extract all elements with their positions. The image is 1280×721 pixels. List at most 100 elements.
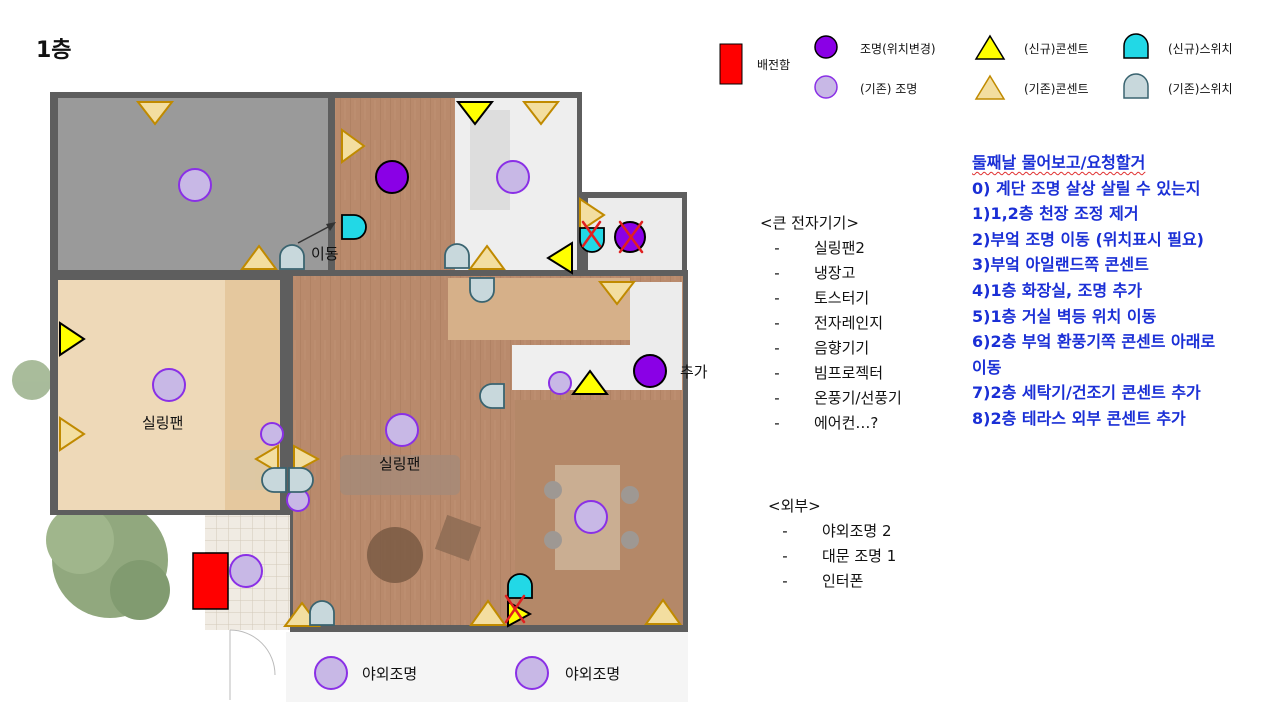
- note-item: 6)2층 부엌 환풍기쪽 콘센트 아래로: [972, 332, 1216, 352]
- legend-light-existing-icon: [814, 75, 838, 99]
- note-item: 4)1층 화장실, 조명 추가: [972, 280, 1143, 300]
- switch-icon: [288, 467, 314, 493]
- switch-icon: [279, 244, 305, 270]
- list-item: -에어컨…?: [774, 414, 879, 432]
- list-item: -인터폰: [782, 572, 864, 590]
- outlet-icon: [469, 599, 507, 626]
- existing-switches: [261, 243, 505, 626]
- note-item: 7)2층 세탁기/건조기 콘센트 추가: [972, 383, 1201, 403]
- outlet-icon: [59, 416, 86, 452]
- note-item: 1)1,2층 천장 조정 제거: [972, 204, 1139, 224]
- distribution-panel-icon: [192, 552, 229, 610]
- legend-outlet-existing-icon: [974, 74, 1006, 100]
- appliances-heading: <큰 전자기기>: [760, 214, 859, 232]
- light-moved-icon: [375, 160, 409, 194]
- ceiling-fan-label: 실링팬: [142, 414, 184, 432]
- note-item: 3)부엌 아일랜드쪽 콘센트: [972, 255, 1149, 275]
- list-item: -야외조명 2: [782, 522, 892, 540]
- list-item: -실링팬2: [774, 239, 865, 257]
- note-item: 8)2층 테라스 외부 콘센트 추가: [972, 408, 1186, 428]
- light-icon: [178, 168, 212, 202]
- exterior-heading: <외부>: [768, 497, 821, 515]
- outlet-icon: [597, 281, 637, 306]
- switch-new-icon: [341, 214, 367, 240]
- ceiling-fan-label: 실링팬: [379, 455, 421, 473]
- list-item: -전자레인지: [774, 314, 884, 332]
- switch-icon: [261, 467, 287, 493]
- light-icon: [385, 413, 419, 447]
- outdoor-light-label: 야외조명: [565, 665, 621, 683]
- outlet-icon: [254, 444, 279, 474]
- outlet-icon: [293, 444, 321, 474]
- exterior-list: <외부> -야외조명 2 -대문 조명 1 -인터폰: [768, 494, 896, 594]
- legend-outlet-existing-label: (기존)콘센트: [1024, 82, 1089, 96]
- outlet-new-icon: [455, 101, 495, 126]
- list-item: -대문 조명 1: [782, 547, 897, 565]
- switch-icon: [469, 277, 495, 303]
- legend-panel-icon: [719, 43, 743, 85]
- switch-icon: [444, 243, 470, 269]
- new-switches: [341, 214, 605, 599]
- legend-light-moved-icon: [814, 35, 838, 59]
- move-arrow-icon: [297, 222, 336, 244]
- light-icon: [548, 371, 572, 395]
- list-item: -빔프로젝터: [774, 364, 884, 382]
- light-icon: [574, 500, 608, 534]
- new-outlets: [59, 101, 609, 628]
- outlet-icon: [341, 128, 366, 164]
- remove-x-icon: [504, 594, 526, 624]
- legend-light-existing-label: (기존) 조명: [860, 82, 918, 96]
- list-item: -음향기기: [774, 339, 870, 357]
- remove-x-icon: [581, 220, 602, 248]
- legend-switch-new-icon: [1123, 33, 1149, 59]
- tree-decoration: [12, 360, 170, 620]
- outlet-new-icon: [59, 321, 86, 357]
- notes-title: 둘째날 물어보고/요청할거: [972, 153, 1146, 172]
- outlet-icon: [521, 101, 561, 126]
- list-item: -냉장고: [774, 264, 856, 282]
- furniture: [230, 450, 639, 583]
- remove-x-icon: [618, 220, 644, 254]
- page-title: 1층: [36, 38, 72, 63]
- light-icon: [260, 422, 284, 446]
- legend-outlet-new-label: (신규)콘센트: [1024, 42, 1089, 56]
- legend-switch-existing-icon: [1123, 73, 1149, 99]
- legend-symbols: [719, 33, 1149, 100]
- switch-new-icon: [507, 573, 533, 599]
- outlet-new-icon: [546, 241, 573, 275]
- legend-switch-existing-label: (기존)스위치: [1168, 82, 1233, 96]
- switch-icon: [309, 600, 335, 626]
- outlet-new-icon: [571, 369, 609, 395]
- light-icon: [152, 368, 186, 402]
- appliances-list: <큰 전자기기> -실링팬2 -냉장고 -토스터기 -전자레인지 -음향기기 -…: [760, 211, 902, 436]
- removal-marks: [504, 220, 644, 624]
- move-label: 이동: [311, 245, 339, 263]
- switch-new-icon: [579, 227, 605, 253]
- outlet-icon: [644, 598, 682, 625]
- notes-panel: 둘째날 물어보고/요청할거 0) 계단 조명 살상 살릴 수 있는지 1)1,2…: [972, 150, 1272, 432]
- existing-lights: [152, 160, 608, 690]
- list-item: -토스터기: [774, 289, 870, 307]
- note-item: 0) 계단 조명 살상 살릴 수 있는지: [972, 178, 1201, 198]
- outdoor-light-icon: [515, 656, 549, 690]
- legend-panel-label: 배전함: [757, 58, 791, 72]
- outlet-icon: [135, 101, 175, 126]
- light-icon: [496, 160, 530, 194]
- legend-light-moved-label: 조명(위치변경): [860, 42, 936, 56]
- legend-switch-new-label: (신규)스위치: [1168, 42, 1233, 56]
- note-item: 2)부엌 조명 이동 (위치표시 필요): [972, 229, 1204, 249]
- add-label: 추가: [680, 363, 708, 381]
- light-icon: [229, 554, 263, 588]
- outdoor-light-label: 야외조명: [362, 665, 418, 683]
- list-item: -온풍기/선풍기: [774, 389, 902, 407]
- light-added-icon: [633, 354, 667, 388]
- note-item: 이동: [972, 357, 1002, 377]
- outlet-icon: [240, 244, 278, 270]
- switch-icon: [479, 383, 505, 409]
- outdoor-light-icon: [314, 656, 348, 690]
- note-item: 5)1층 거실 벽등 위치 이동: [972, 306, 1157, 326]
- legend-outlet-new-icon: [974, 34, 1006, 60]
- outlet-icon: [468, 244, 506, 270]
- outlet-icon: [579, 197, 606, 233]
